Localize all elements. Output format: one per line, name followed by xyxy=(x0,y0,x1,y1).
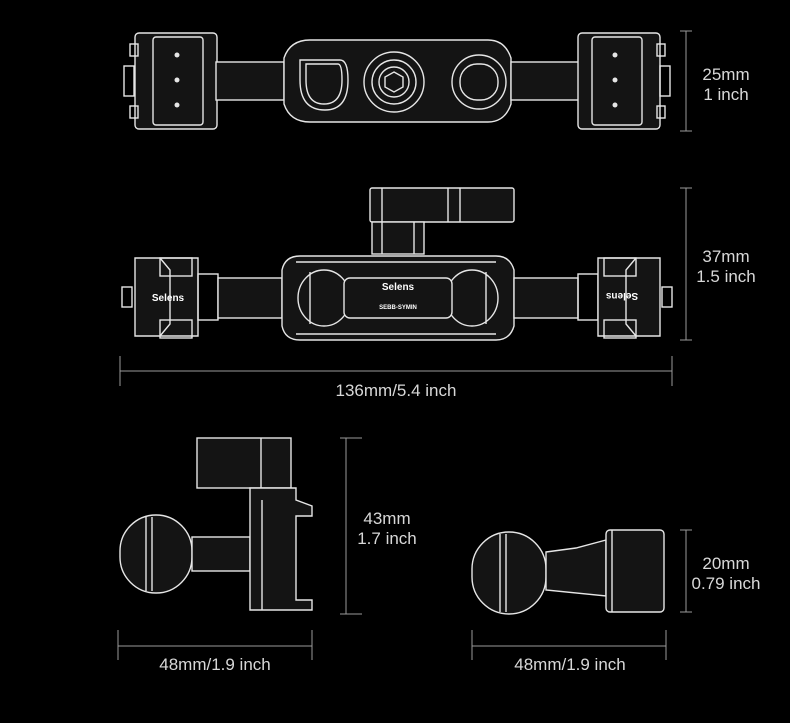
dimension-line-end-height xyxy=(680,529,692,613)
top-height-inch-label: 1 inch xyxy=(703,85,748,104)
dimension-line-top-height xyxy=(680,30,692,132)
top-height-mm-label: 25mm xyxy=(702,65,749,84)
front-height-mm-label: 37mm xyxy=(702,247,749,266)
end-height-inch-label: 0.79 inch xyxy=(692,574,761,593)
dimension-line-side-width xyxy=(117,630,313,660)
dimension-line-end-width xyxy=(471,630,667,660)
brand-logo-right: Selens xyxy=(605,290,638,301)
dimension-line-side-height xyxy=(340,437,362,615)
side-view-arm xyxy=(119,437,313,611)
side-height-mm-label: 43mm xyxy=(363,509,410,528)
front-height-inch-label: 1.5 inch xyxy=(696,267,756,286)
side-height-inch-label: 1.7 inch xyxy=(357,529,417,548)
model-code: SEBB-SYMIN xyxy=(379,305,417,311)
side-width-label: 48mm/1.9 inch xyxy=(159,655,271,674)
brand-logo-center: Selens xyxy=(382,282,415,293)
dimension-line-front-height xyxy=(680,187,692,341)
end-width-label: 48mm/1.9 inch xyxy=(514,655,626,674)
top-view-arm xyxy=(123,32,671,130)
end-height-mm-label: 20mm xyxy=(702,554,749,573)
total-length-label: 136mm/5.4 inch xyxy=(336,381,457,400)
end-view-arm xyxy=(471,529,665,615)
brand-logo-left: Selens xyxy=(152,293,185,304)
dimension-line-total-length xyxy=(119,356,673,386)
front-view-arm xyxy=(121,187,673,341)
